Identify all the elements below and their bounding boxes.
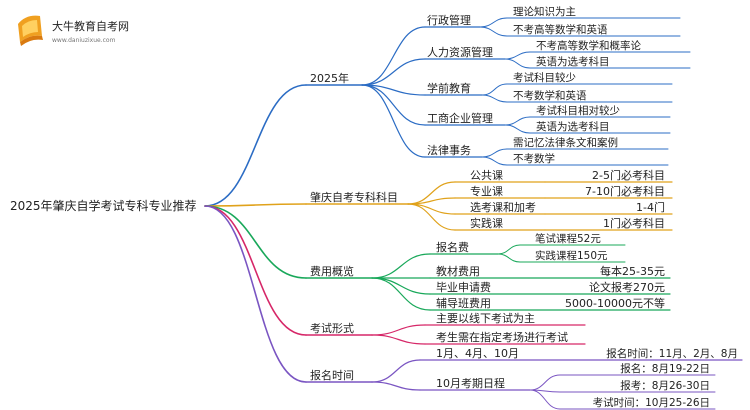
edge-leaf-0-3-1 xyxy=(504,124,531,134)
edge-l2-2-3 xyxy=(371,277,431,311)
edge-l2-0-3 xyxy=(361,84,426,126)
edge-l2-0-2 xyxy=(361,84,426,96)
edge-l2-0-1 xyxy=(361,58,426,86)
edge-l2-1-3 xyxy=(407,203,456,231)
edge-leaf-2-0-0 xyxy=(497,244,521,255)
subtopic-0-2: 学前教育 xyxy=(427,81,471,95)
value-2-3: 5000-10000元不等 xyxy=(565,296,665,310)
branch-label-1: 肇庆自考专科科目 xyxy=(310,190,398,204)
subtopic-4-0: 1月、4月、10月 xyxy=(436,347,519,360)
leaf-0-4-0: 需记忆法律条文和案例 xyxy=(513,136,618,149)
leaf-0-1-0: 不考高等数学和概率论 xyxy=(536,39,641,52)
subtopic-4-1: 10月考期日程 xyxy=(436,377,505,390)
site-logo: 大牛教育自考网 www.daniuzixue.com xyxy=(18,15,129,46)
edge-leaf-4-1-2 xyxy=(529,389,561,410)
value-1-1: 7-10门必考科目 xyxy=(585,184,665,198)
edge-l2-3-0 xyxy=(371,324,426,336)
root-topic: 2025年肇庆自学考试专科专业推荐 xyxy=(10,198,197,213)
value-2-1: 每本25-35元 xyxy=(600,264,665,278)
subtopic-0-0: 行政管理 xyxy=(427,13,471,27)
subtopic-2-3: 辅导班费用 xyxy=(436,296,491,310)
branch-label-2: 费用概览 xyxy=(310,264,354,278)
edge-leaf-0-2-1 xyxy=(481,94,508,103)
edge-leaf-0-2-0 xyxy=(481,83,508,96)
edge-leaf-4-1-0 xyxy=(529,374,561,391)
subtopic-0-3: 工商企业管理 xyxy=(427,111,493,125)
value-1-2: 1-4门 xyxy=(636,200,665,214)
leaf-0-1-1: 英语为选考科目 xyxy=(536,55,610,68)
edge-leaf-0-4-0 xyxy=(481,148,508,158)
subtopic-0-1: 人力资源管理 xyxy=(427,45,493,59)
edge-root-branch-1 xyxy=(204,203,307,207)
edge-l2-0-4 xyxy=(361,84,426,158)
edge-leaf-0-3-0 xyxy=(504,116,531,126)
leaf-2-0-1: 实践课程150元 xyxy=(535,249,608,262)
edge-leaf-0-1-1 xyxy=(504,58,531,69)
subtopic-0-4: 法律事务 xyxy=(427,143,471,157)
mindmap-nodes: 2025年肇庆自学考试专科专业推荐 2025年 行政管理 理论知识为主不考高等数学和英… xyxy=(10,5,738,409)
branch-label-4: 报名时间 xyxy=(310,368,354,382)
leaf-4-1-2: 考试时间：10月25-26日 xyxy=(593,396,710,409)
leaf-0-3-1: 英语为选考科目 xyxy=(536,120,610,133)
edge-root-branch-4 xyxy=(204,205,307,383)
edge-root-branch-2 xyxy=(204,205,307,279)
edge-leaf-0-1-0 xyxy=(504,51,531,60)
subtopic-2-1: 教材费用 xyxy=(436,264,480,278)
leaf-0-0-1: 不考高等数学和英语 xyxy=(513,23,608,36)
value-2-2: 论文报考270元 xyxy=(589,280,665,294)
leaf-0-2-0: 考试科目较少 xyxy=(513,71,576,84)
subtopic-3-1: 考生需在指定考场进行考试 xyxy=(436,330,568,344)
leaf-4-1-0: 报名：8月19-22日 xyxy=(620,362,710,375)
subtopic-1-2: 选考课和加考 xyxy=(470,201,536,214)
edge-leaf-0-0-0 xyxy=(479,17,508,28)
value-4-0: 报名时间：11月、2月、8月 xyxy=(606,347,738,360)
leaf-0-3-0: 考试科目相对较少 xyxy=(536,104,620,117)
logo-url: www.daniuzixue.com xyxy=(52,37,116,44)
edge-l2-0-0 xyxy=(361,26,426,86)
logo-title: 大牛教育自考网 xyxy=(52,19,129,33)
edge-leaf-2-0-1 xyxy=(497,253,521,263)
subtopic-3-0: 主要以线下考试为主 xyxy=(436,311,535,325)
leaf-0-4-1: 不考数学 xyxy=(513,152,555,165)
subtopic-1-1: 专业课 xyxy=(470,184,503,198)
mindmap-edges xyxy=(204,17,743,410)
leaf-0-2-1: 不考数学和英语 xyxy=(513,89,587,102)
edge-l2-4-1 xyxy=(371,381,421,391)
edge-leaf-0-4-1 xyxy=(481,156,508,166)
edge-l2-3-1 xyxy=(371,334,426,345)
subtopic-2-2: 毕业申请费 xyxy=(436,281,491,294)
leaf-4-1-1: 报考：8月26-30日 xyxy=(620,379,710,392)
subtopic-1-0: 公共课 xyxy=(470,169,503,182)
edge-root-branch-3 xyxy=(204,205,307,336)
edge-l2-4-0 xyxy=(371,359,421,383)
branch-label-0: 2025年 xyxy=(310,71,349,85)
leaf-0-0-0: 理论知识为主 xyxy=(513,5,576,18)
book-icon xyxy=(18,15,43,46)
edge-leaf-0-0-1 xyxy=(479,26,508,37)
branch-label-3: 考试形式 xyxy=(310,322,354,335)
edge-root-branch-0 xyxy=(204,84,307,207)
subtopic-1-3: 实践课 xyxy=(470,216,503,230)
edge-l2-2-2 xyxy=(371,277,431,295)
edge-l2-2-0 xyxy=(371,253,431,279)
value-1-0: 2-5门必考科目 xyxy=(592,168,665,182)
leaf-2-0-0: 笔试课程52元 xyxy=(535,232,601,245)
value-1-3: 1门必考科目 xyxy=(603,216,665,230)
subtopic-2-0: 报名费 xyxy=(436,240,469,254)
